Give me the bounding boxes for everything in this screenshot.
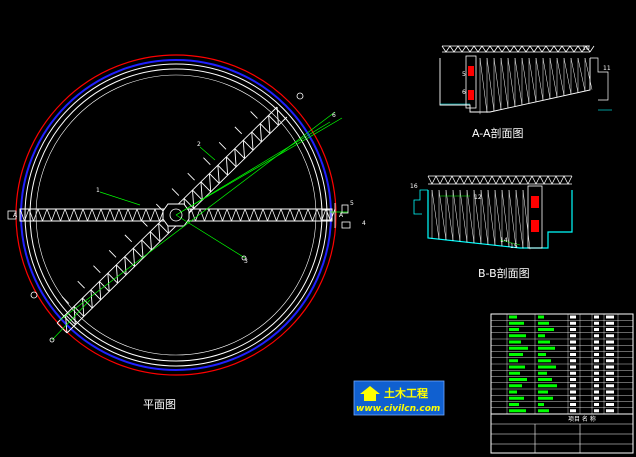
- section-a-title: A-A剖面图: [472, 126, 524, 140]
- logo-text-cn: 土木工程: [384, 386, 428, 400]
- parts-table-grid: [490, 313, 634, 415]
- logo-url: www.civilcn.com: [356, 404, 440, 414]
- svg-text:11: 11: [603, 65, 611, 72]
- svg-text:5: 5: [462, 71, 466, 78]
- svg-text:4: 4: [362, 220, 366, 227]
- marker-a-right: A: [339, 212, 344, 219]
- svg-text:1: 1: [96, 187, 100, 194]
- svg-text:12: 12: [474, 194, 482, 201]
- table-caption: 项目 名 称: [568, 415, 596, 423]
- svg-text:10: 10: [582, 45, 590, 52]
- svg-text:6: 6: [332, 112, 336, 119]
- civilcn-logo: 土木工程 www.civilcn.com: [353, 380, 445, 416]
- svg-text:6: 6: [462, 89, 466, 96]
- section-a-tank-profile: [439, 58, 591, 113]
- title-block: 项目 名 称: [490, 313, 634, 454]
- svg-text:15: 15: [510, 243, 518, 250]
- section-a-column: [465, 55, 477, 109]
- svg-text:14: 14: [500, 237, 508, 244]
- section-b-tank-profile: [427, 190, 573, 249]
- svg-text:5: 5: [350, 200, 354, 207]
- edge-markers: [7, 92, 351, 343]
- leader-lines: [51, 111, 348, 341]
- section-a-truss: [441, 45, 595, 53]
- section-a-a: 10 11 5 6 A-A剖面图: [439, 45, 612, 140]
- svg-text:16: 16: [410, 183, 418, 190]
- section-b-title: B-B剖面图: [478, 266, 530, 280]
- marker-a-left: A: [13, 212, 18, 219]
- scraper-truss-diagonal: [56, 106, 288, 334]
- section-b-column: [527, 185, 543, 249]
- tank-blue-ring: [20, 59, 332, 371]
- parts-table-entries: [509, 315, 614, 413]
- section-b-b: 16 12 14 15 B-B剖面图: [410, 175, 573, 280]
- tank-wall-outer: [24, 63, 328, 367]
- bridge-truss-horizontal: [19, 208, 336, 222]
- section-b-truss: [427, 175, 573, 185]
- svg-text:3: 3: [244, 258, 248, 265]
- plan-view: 1 2 3 4 5 6 A A 平面图: [7, 54, 366, 411]
- plan-view-title: 平面图: [143, 398, 176, 411]
- svg-text:2: 2: [197, 141, 201, 148]
